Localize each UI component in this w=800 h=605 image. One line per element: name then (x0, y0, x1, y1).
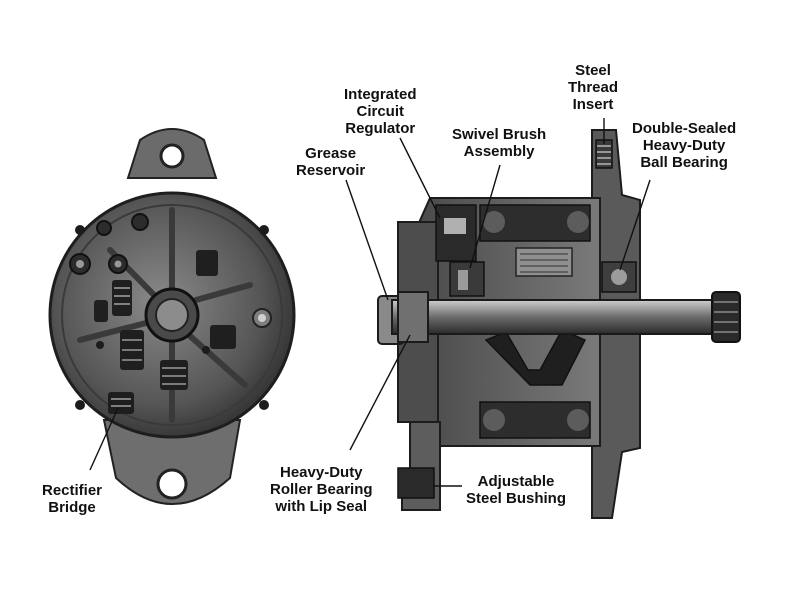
label-integrated-circuit-regulator-line-1: Integrated (344, 86, 417, 103)
center-hub-cap (155, 298, 189, 332)
housing-ribs (77, 207, 253, 423)
bottom-mounting-hole (156, 468, 188, 500)
label-grease-reservoir-line-1: Grease (305, 145, 357, 162)
label-adjustable-steel-bushing-line-2: Steel Bushing (466, 490, 567, 507)
rotor-shaft (391, 299, 719, 335)
cutaway-alternator (377, 129, 741, 519)
shaft-nut (711, 291, 741, 343)
brush (458, 270, 468, 290)
label-double-sealed-ball-bearing-line-1: Double-Sealed (632, 120, 737, 137)
label-grease-reservoir-line-2: Reservoir (296, 162, 366, 179)
label-steel-thread-insert-line-2: Thread (568, 79, 619, 96)
label-adjustable-steel-bushing-line-1: Adjustable (477, 473, 555, 490)
leader-lines (89, 118, 651, 487)
leader-brush-assembly (469, 164, 501, 269)
nut-threads (714, 301, 738, 333)
roller-bearing-part (397, 291, 429, 343)
label-integrated-circuit-regulator-line-3: Regulator (345, 120, 416, 137)
leader-rectifier-bridge (89, 407, 119, 471)
thread-insert-threads (597, 145, 611, 165)
leader-ball-bearing (619, 179, 651, 271)
leader-roller-bearing (349, 334, 411, 451)
regulator-chip (444, 218, 466, 234)
leader-grease-reservoir (345, 179, 389, 301)
label-rectifier-bridge-line-2: Bridge (48, 499, 96, 516)
top-mounting-hole (159, 143, 185, 169)
label-heavy-duty-roller-bearing-line-1: Heavy-Duty (280, 464, 363, 481)
terminals (69, 213, 272, 328)
rear-view-alternator (48, 128, 296, 505)
rectifier-bridge-part (108, 392, 134, 414)
label-swivel-brush-assembly-line-2: Assembly (463, 143, 535, 160)
steel-bushing-part (397, 467, 435, 499)
label-heavy-duty-roller-bearing-line-3: with Lip Seal (275, 498, 368, 515)
label-integrated-circuit-regulator-line-2: Circuit (356, 103, 405, 120)
stator-windings (479, 204, 591, 439)
label-steel-thread-insert-line-3: Insert (572, 96, 614, 113)
ball-bearing-ball (611, 269, 627, 285)
rear-housing-rim (61, 204, 283, 426)
ball-bearing-part (601, 261, 637, 293)
label-double-sealed-ball-bearing-line-3: Ball Bearing (640, 154, 728, 171)
label-swivel-brush-assembly-line-1: Swivel Brush (452, 126, 547, 143)
label-heavy-duty-roller-bearing-line-2: Roller Bearing (270, 481, 373, 498)
label-steel-thread-insert-line-1: Steel (575, 62, 611, 79)
leader-regulator (399, 137, 441, 219)
housing-bolts (75, 225, 269, 410)
vent-fins (114, 287, 186, 385)
label-double-sealed-ball-bearing-line-2: Heavy-Duty (642, 137, 726, 154)
label-rectifier-bridge-line-1: Rectifier (42, 482, 103, 499)
bottom-mounting-ear (102, 419, 242, 505)
